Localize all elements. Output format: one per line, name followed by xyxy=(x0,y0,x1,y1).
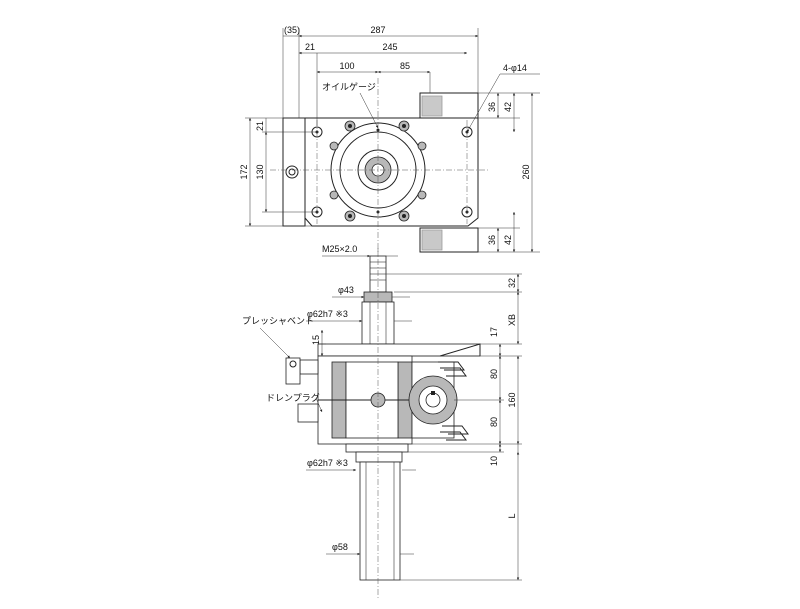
dim-80-top: 80 xyxy=(489,369,499,379)
dim-42-top: 42 xyxy=(503,102,513,112)
dim-phi58: φ58 xyxy=(332,542,348,552)
dim-85: 85 xyxy=(400,61,410,71)
dim-10: 10 xyxy=(489,456,499,466)
dim-phi62-bot: φ62h7 ※3 xyxy=(307,458,348,468)
dim-287: 287 xyxy=(370,25,385,35)
worm-teeth xyxy=(438,361,469,441)
label-oil-gauge: オイルゲージ xyxy=(322,81,376,92)
top-view: (35) 287 21 245 100 85 4-φ14 オイルゲージ 36 4… xyxy=(239,25,540,262)
dim-245: 245 xyxy=(382,42,397,52)
label-pressure-vent: プレッシャベント xyxy=(242,316,314,326)
dim-42-bot: 42 xyxy=(503,235,513,245)
dim-172: 172 xyxy=(239,164,249,179)
dim-32: 32 xyxy=(507,278,517,288)
mounting-holes xyxy=(311,126,473,218)
dim-21-top: 21 xyxy=(305,42,315,52)
dim-100: 100 xyxy=(339,61,354,71)
dim-phi43: φ43 xyxy=(338,285,354,295)
dim-80-bot: 80 xyxy=(489,417,499,427)
dim-m25: M25×2.0 xyxy=(322,244,357,254)
label-drain-plug: ドレンプラグ xyxy=(266,392,320,403)
dim-17: 17 xyxy=(489,327,499,337)
dim-36-bot: 36 xyxy=(487,235,497,245)
bolt-holes xyxy=(329,120,427,222)
dim-xb: XB xyxy=(507,314,517,326)
dim-260: 260 xyxy=(521,164,531,179)
dim-4-phi14: 4-φ14 xyxy=(503,63,527,73)
dim-160: 160 xyxy=(507,392,517,407)
side-view: M25×2.0 φ43 φ62h7 ※3 32 XB 17 80 160 80 xyxy=(242,244,522,600)
dim-15: 15 xyxy=(311,335,321,345)
dim-21-left: 21 xyxy=(255,121,265,131)
dim-130: 130 xyxy=(255,164,265,179)
dim-36-top: 36 xyxy=(487,102,497,112)
dim-35: (35) xyxy=(284,25,300,35)
dim-phi62-top: φ62h7 ※3 xyxy=(307,309,348,319)
dim-l: L xyxy=(507,513,517,518)
